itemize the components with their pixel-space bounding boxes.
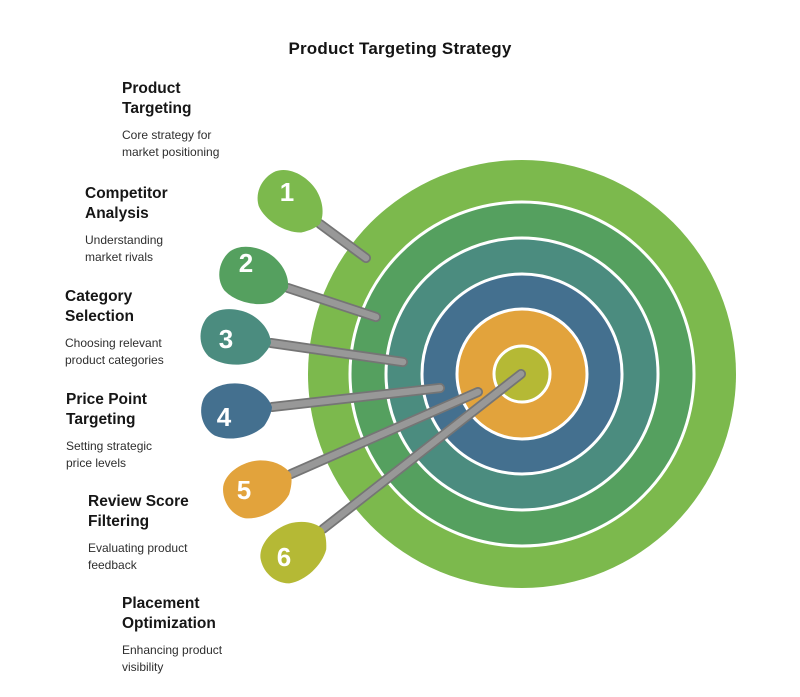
label-heading-5: Review Score Filtering	[88, 493, 189, 530]
label-desc-3: Choosing relevant product categories	[65, 336, 164, 367]
pin-markers	[200, 170, 327, 584]
page-title: Product Targeting Strategy	[288, 39, 512, 58]
pin-number-4: 4	[217, 402, 232, 432]
label-heading-2: Competitor Analysis	[85, 185, 168, 222]
label-block-1: Product Targeting Core strategy for mark…	[122, 79, 292, 161]
label-desc-4: Setting strategic price levels	[66, 439, 153, 470]
label-block-3: Category Selection Choosing relevant pro…	[65, 287, 235, 369]
pin-marker-3	[200, 309, 271, 365]
label-heading-1: Product Targeting	[122, 80, 192, 117]
label-block-6: Placement Optimization Enhancing product…	[122, 594, 292, 676]
pointer-stick-4	[268, 384, 444, 411]
label-heading-3: Category Selection	[65, 288, 134, 325]
pin-marker-2	[219, 246, 289, 305]
label-desc-6: Enhancing product visibility	[122, 643, 223, 674]
label-heading-6: Placement Optimization	[122, 595, 216, 632]
label-desc-5: Evaluating product feedback	[88, 541, 188, 572]
label-desc-2: Understanding market rivals	[85, 233, 164, 264]
pin-marker-1	[257, 170, 323, 233]
label-block-4: Price Point Targeting Setting strategic …	[66, 390, 236, 472]
pointer-sticks	[266, 219, 526, 534]
pointer-stick-2	[284, 284, 380, 321]
label-desc-1: Core strategy for market positioning	[122, 128, 220, 159]
pin-number-6: 6	[277, 542, 291, 572]
pointer-stick-1	[316, 220, 370, 262]
label-block-2: Competitor Analysis Understanding market…	[85, 184, 255, 266]
pin-number-3: 3	[219, 324, 233, 354]
label-heading-4: Price Point Targeting	[66, 391, 147, 428]
pointer-stick-3	[267, 339, 407, 366]
pointer-stick-6	[319, 370, 525, 533]
label-block-5: Review Score Filtering Evaluating produc…	[88, 492, 258, 574]
pin-marker-5	[223, 460, 292, 519]
pin-marker-6	[260, 521, 327, 584]
pin-numbers: 1 2 3 4 5 6	[217, 177, 294, 572]
pin-number-2: 2	[239, 248, 253, 278]
pointer-stick-5	[287, 388, 482, 478]
pin-number-1: 1	[280, 177, 294, 207]
pin-number-5: 5	[237, 475, 251, 505]
pin-marker-4	[201, 383, 272, 439]
